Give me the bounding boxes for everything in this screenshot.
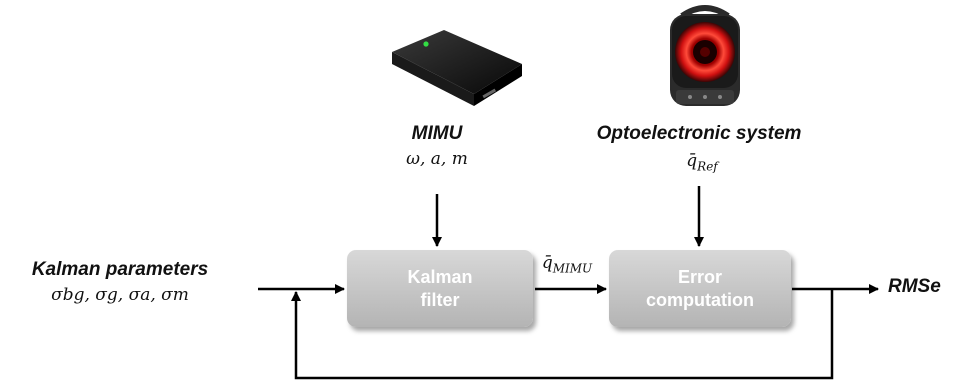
optoelectronic-camera-image (670, 5, 740, 106)
feedback-loop-line (291, 289, 834, 380)
kalman-block-line1: Kalman (407, 267, 473, 287)
mimu-quaternion-label: q̄MIMU (528, 253, 606, 275)
error-block-line1: Error (677, 267, 722, 287)
error-computation-block: Error computation (609, 250, 791, 327)
kalman-block-line2: filter (420, 289, 460, 310)
opto-signal: q̄Ref (662, 151, 742, 173)
kalman-filter-block: Kalman filter (347, 250, 533, 327)
opto-signal-base: q̄ (686, 151, 698, 171)
rmse-output-label: RMSe (888, 276, 941, 297)
kalman-params-title: Kalman parameters (31, 259, 209, 280)
mimu-quat-base: q̄ (541, 253, 553, 273)
mimu-quat-sub: MIMU (552, 261, 593, 276)
mimu-device-image (392, 30, 522, 106)
mimu-title: MIMU (411, 123, 463, 144)
mimu-signals: ω, a, m (406, 149, 468, 169)
opto-title: Optoelectronic system (596, 123, 802, 144)
kalman-params-symbols: σbg, σg, σa, σm (51, 285, 189, 305)
error-block-line2: computation (646, 289, 754, 310)
opto-signal-sub: Ref (697, 159, 718, 174)
